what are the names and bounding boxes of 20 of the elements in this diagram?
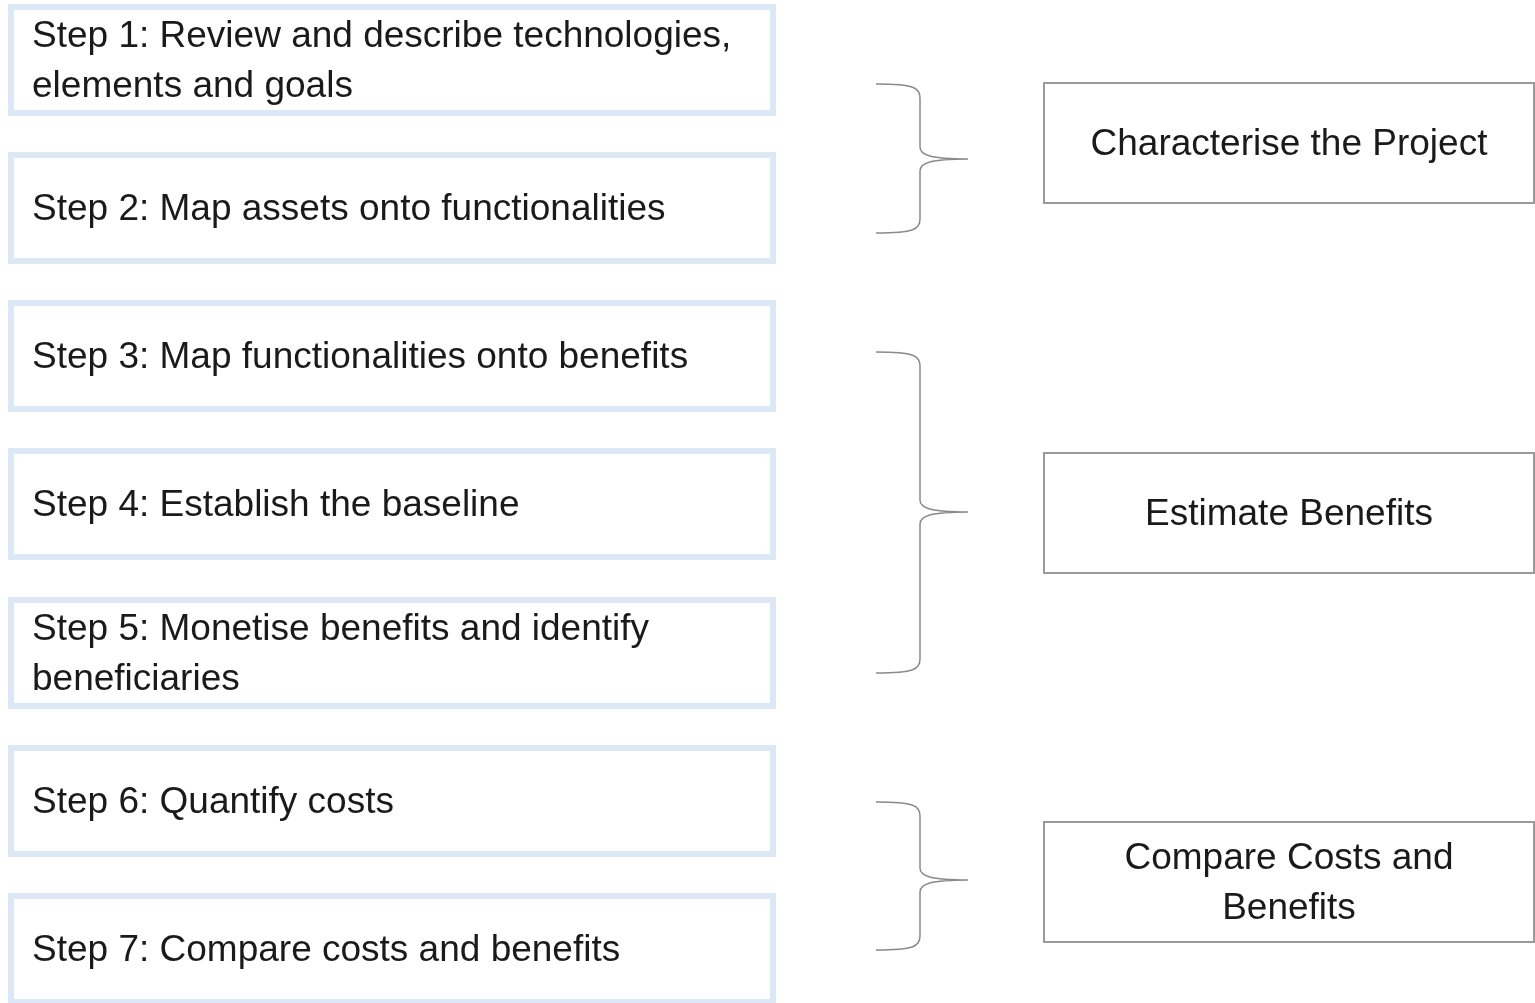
step-box bbox=[8, 4, 776, 116]
step-text: Step 2: Map assets onto functionalities bbox=[32, 186, 666, 230]
phase-text: Characterise the Project bbox=[1090, 121, 1488, 165]
step-text: Step 5: Monetise benefits and identify beneficiaries bbox=[32, 606, 651, 700]
step-box bbox=[8, 745, 776, 857]
step-box bbox=[8, 448, 776, 560]
step-text: Step 4: Establish the baseline bbox=[32, 482, 520, 526]
step-box bbox=[8, 893, 776, 1003]
step-box bbox=[8, 597, 776, 709]
step-text: Step 1: Review and describe technologies, elements and goals bbox=[32, 13, 733, 107]
phase-box bbox=[1043, 452, 1535, 574]
phase-box bbox=[1043, 82, 1535, 204]
phase-box bbox=[1043, 821, 1535, 943]
step-box bbox=[8, 300, 776, 412]
step-text: Step 7: Compare costs and benefits bbox=[32, 927, 621, 971]
step-box bbox=[8, 152, 776, 264]
phase-text: Estimate Benefits bbox=[1145, 491, 1433, 535]
step-text: Step 6: Quantify costs bbox=[32, 779, 394, 823]
step-text: Step 3: Map functionalities onto benefits bbox=[32, 334, 689, 378]
phase-text: Compare Costs and Benefits bbox=[1123, 835, 1455, 929]
